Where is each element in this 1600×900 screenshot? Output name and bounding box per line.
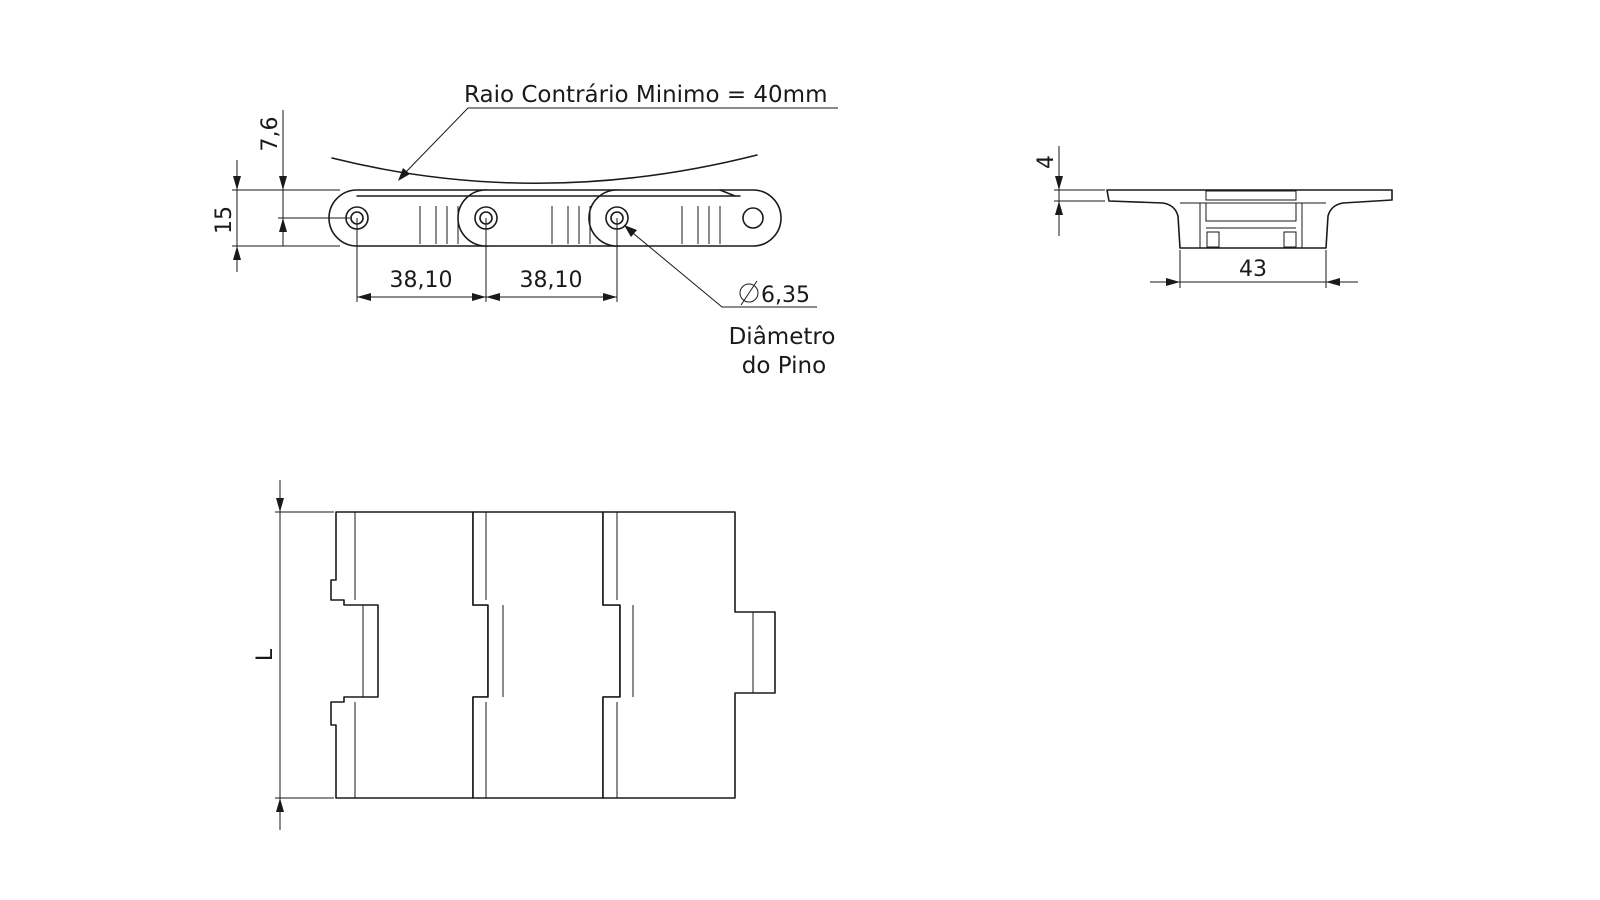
dim-height-15-label: 15 (212, 206, 237, 234)
chain-link-3 (588, 189, 782, 247)
radius-leader-line (402, 107, 838, 176)
pin-label-line1: Diâmetro (729, 324, 836, 350)
dim-top-7-6: 7,6 (258, 110, 350, 246)
dim-pitch-1-label: 38,10 (390, 268, 453, 293)
end-view: 4 43 (1034, 146, 1393, 288)
dim-width-43-label: 43 (1239, 257, 1267, 282)
pin-label-line2: do Pino (742, 353, 826, 379)
dim-pin-diameter: 6,35 Diâmetro do Pino (624, 225, 835, 379)
pin-diameter-value: 6,35 (761, 283, 810, 308)
dim-thickness-4-label: 4 (1034, 155, 1059, 169)
dim-top-7-6-label: 7,6 (258, 117, 283, 152)
min-radius-arc (331, 154, 758, 185)
rib-details (419, 206, 721, 244)
top-view: L (253, 480, 776, 830)
end-view-profile (1106, 189, 1393, 249)
diameter-symbol-icon (739, 280, 759, 306)
plate-bevel (719, 189, 736, 197)
top-plate-2 (472, 511, 621, 799)
pin-hole-4 (742, 207, 764, 229)
dim-height-15: 15 (212, 160, 340, 272)
dim-width-43: 43 (1150, 250, 1358, 288)
side-view: Raio Contrário Minimo = 40mm (212, 82, 838, 379)
end-view-details (1180, 190, 1326, 248)
radius-note: Raio Contrário Minimo = 40mm (464, 82, 828, 108)
top-plate-3 (602, 511, 776, 799)
radius-leader-arrow (398, 168, 410, 181)
dim-pitch: 38,10 38,10 (356, 218, 618, 302)
dim-length-L-label: L (253, 648, 278, 661)
dim-length-L: L (253, 480, 334, 830)
dim-pitch-2-label: 38,10 (520, 268, 583, 293)
dim-thickness-4: 4 (1034, 146, 1105, 236)
